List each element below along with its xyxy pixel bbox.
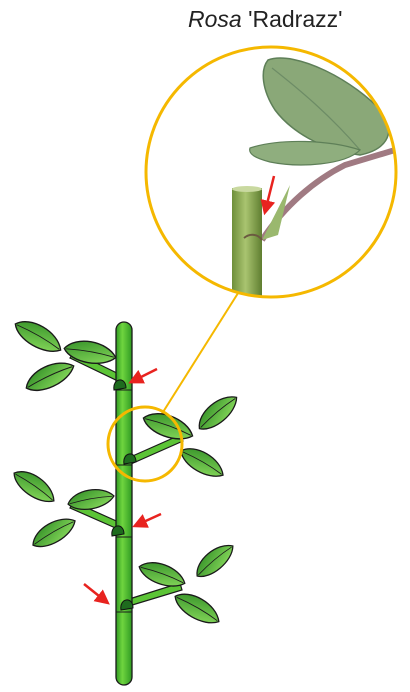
leaf-3a bbox=[9, 465, 60, 509]
bud-4 bbox=[121, 600, 133, 610]
leaf-4b bbox=[191, 538, 239, 582]
arrow-bud-4 bbox=[84, 584, 104, 600]
main-stem bbox=[116, 322, 132, 685]
leaf-4c bbox=[170, 587, 224, 630]
leaf-1c bbox=[22, 356, 78, 397]
leaf-1a bbox=[10, 314, 66, 358]
leaf-2b bbox=[193, 389, 243, 435]
arrow-bud-3 bbox=[139, 514, 161, 524]
magnified-photo bbox=[140, 40, 410, 318]
leaf-1b bbox=[63, 337, 118, 367]
leaf-2a bbox=[140, 408, 196, 446]
bud-2 bbox=[124, 454, 136, 464]
arrow-bud-1 bbox=[135, 369, 157, 380]
leaf-2c bbox=[176, 442, 228, 483]
leaf-3c bbox=[28, 512, 80, 553]
bud-3 bbox=[112, 526, 124, 536]
bud-1 bbox=[114, 380, 126, 390]
photo-stem bbox=[232, 188, 262, 318]
